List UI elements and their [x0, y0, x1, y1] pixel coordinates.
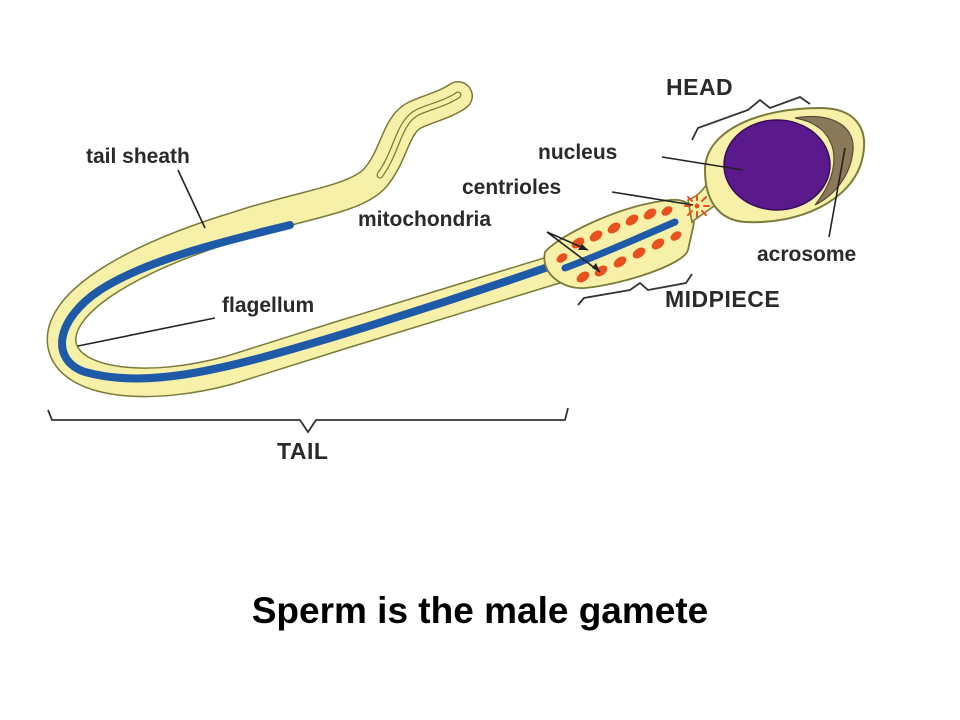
- arrowhead-mito-2: [592, 263, 600, 272]
- label-midpiece: MIDPIECE: [665, 286, 780, 312]
- tail-sheath-fill: [48, 82, 574, 396]
- label-mitochondria: mitochondria: [358, 208, 491, 231]
- tail-tip-fill: [377, 92, 461, 178]
- head-bracket: [691, 95, 811, 141]
- mitochondrion: [613, 256, 627, 268]
- label-flagellum: flagellum: [222, 294, 314, 317]
- centrioles-marker: [684, 194, 710, 218]
- tail-bracket: [47, 407, 569, 434]
- head: [703, 106, 866, 224]
- label-tail-sheath: tail sheath: [86, 145, 190, 168]
- mitochondrion: [632, 247, 646, 259]
- mitochondrion: [625, 214, 639, 226]
- midpiece-bracket: [577, 273, 693, 306]
- leader-tail-sheath: [177, 169, 206, 229]
- mitochondrion: [576, 271, 590, 283]
- slide-caption: Sperm is the male gamete: [251, 590, 709, 631]
- mitochondrion: [556, 253, 568, 263]
- leader-mitochondria-2: [546, 231, 601, 273]
- leader-flagellum: [77, 317, 216, 347]
- leader-acrosome: [828, 147, 846, 238]
- midpiece-filament: [561, 218, 679, 272]
- leader-centrioles: [611, 191, 694, 206]
- arrowhead-mito-1: [578, 244, 588, 250]
- label-tail: TAIL: [277, 438, 328, 464]
- label-head: HEAD: [666, 74, 733, 100]
- label-nucleus: nucleus: [538, 141, 617, 164]
- mitochondrion: [651, 238, 665, 250]
- nucleus-body: [723, 119, 831, 211]
- label-centrioles: centrioles: [462, 176, 561, 199]
- flagellum-filament: [58, 218, 676, 383]
- label-acrosome: acrosome: [757, 243, 856, 266]
- leader-nucleus: [661, 156, 744, 171]
- mitochondrion: [589, 230, 603, 242]
- mitochondria-group: [556, 206, 682, 283]
- mitochondrion: [607, 222, 621, 234]
- mitochondrion: [661, 206, 673, 216]
- mitochondrion: [643, 208, 657, 220]
- mitochondrion: [670, 231, 682, 241]
- midpiece: [543, 198, 695, 289]
